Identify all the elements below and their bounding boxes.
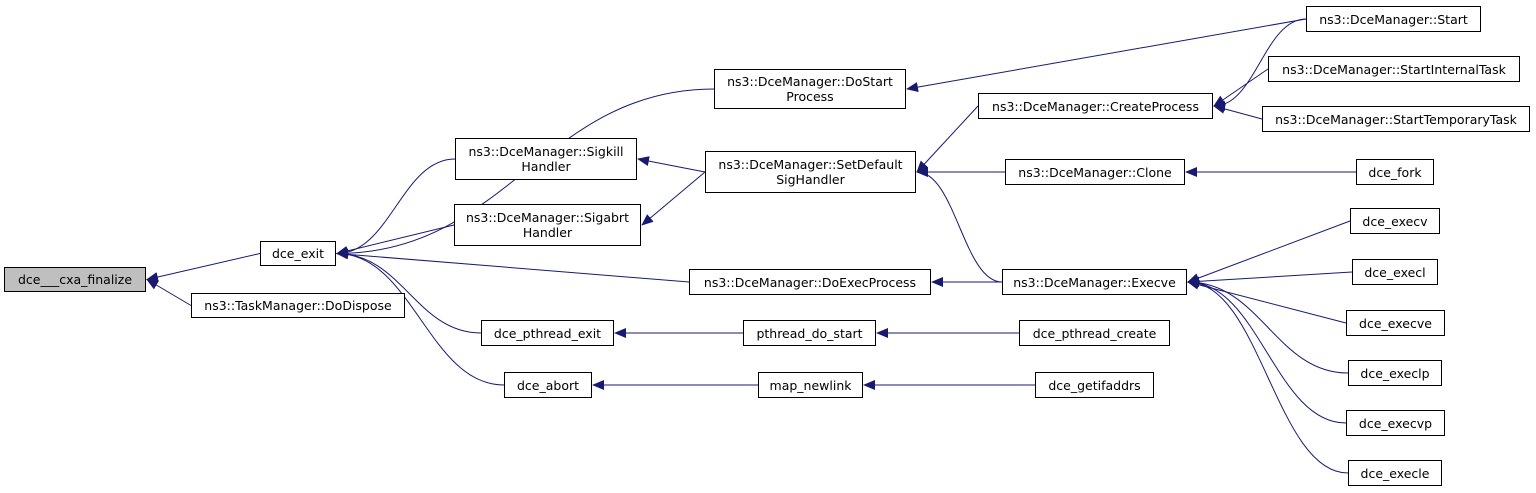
node-dce-pthread-create[interactable]: dce_pthread_create	[1019, 320, 1170, 346]
edge-dce_execvp-to-execve_mgr	[1187, 277, 1347, 424]
node-dcemanager-starttemporarytask[interactable]: ns3::DceManager::StartTemporaryTask	[1262, 106, 1530, 132]
node-dcemanager-createprocess[interactable]: ns3::DceManager::CreateProcess	[978, 93, 1213, 119]
edge-start-to-dostart_process	[906, 18, 1307, 93]
edge-start_internal_task-to-create_process	[1213, 68, 1269, 107]
edge-doexec_process-to-dce_exit	[336, 249, 690, 283]
node-dce-execl[interactable]: dce_execl	[1352, 259, 1438, 285]
node-dce-execve[interactable]: dce_execve	[1346, 310, 1445, 336]
node-pthread-do-start[interactable]: pthread_do_start	[743, 320, 876, 346]
edge-setdefault_sighandler-to-sigabrt_handler	[641, 171, 706, 226]
edge-dce_execl-to-execve_mgr	[1187, 271, 1353, 287]
node-dcemanager-clone[interactable]: ns3::DceManager::Clone	[1005, 159, 1185, 185]
node-dcemanager-startinternaltask[interactable]: ns3::DceManager::StartInternalTask	[1268, 56, 1520, 82]
node-dce-abort[interactable]: dce_abort	[504, 372, 592, 398]
edge-create_process-to-setdefault_sighandler	[916, 105, 979, 173]
node-dce-cxa-finalize: dce___cxa_finalize	[4, 267, 146, 292]
node-dce-execvp[interactable]: dce_execvp	[1346, 410, 1445, 436]
edge-dce_abort-to-dce_exit	[336, 248, 505, 386]
node-dcemanager-doexecprocess[interactable]: ns3::DceManager::DoExecProcess	[689, 269, 931, 295]
node-dcemanager-sigabrthandler[interactable]: ns3::DceManager::Sigabrt Handler	[454, 204, 641, 246]
edge-start-to-create_process	[1213, 18, 1307, 111]
edge-start_temporary_task-to-create_process	[1213, 104, 1263, 120]
edge-dce_execle-to-execve_mgr	[1187, 277, 1349, 474]
node-dce-fork[interactable]: dce_fork	[1356, 159, 1434, 185]
edge-dce_execv-to-execve_mgr	[1187, 220, 1351, 283]
node-dce-execlp[interactable]: dce_execlp	[1348, 360, 1442, 386]
node-dcemanager-start[interactable]: ns3::DceManager::Start	[1306, 6, 1481, 32]
node-taskmanager-dodispose[interactable]: ns3::TaskManager::DoDispose	[191, 293, 405, 318]
node-dcemanager-execve[interactable]: ns3::DceManager::Execve	[1002, 269, 1187, 295]
edge-taskmgr_dodispose-to-cxa_finalize	[146, 278, 192, 306]
edge-sigabrt_handler-to-dce_exit	[336, 224, 455, 256]
node-dce-execv[interactable]: dce_execv	[1350, 208, 1440, 234]
edge-dce_execlp-to-execve_mgr	[1187, 277, 1349, 374]
edge-dce_pthread_exit-to-dce_exit	[336, 248, 482, 334]
node-dcemanager-sigkillhandler[interactable]: ns3::DceManager::Sigkill Handler	[455, 138, 637, 180]
node-dce-execle[interactable]: dce_execle	[1348, 460, 1442, 486]
edge-dce_exit-to-cxa_finalize	[146, 253, 261, 282]
edge-execve_mgr-to-setdefault_sighandler	[916, 167, 1003, 283]
node-dcemanager-dostartprocess[interactable]: ns3::DceManager::DoStart Process	[714, 69, 906, 109]
node-dce-pthread-exit[interactable]: dce_pthread_exit	[481, 320, 614, 346]
node-dce-exit[interactable]: dce_exit	[260, 241, 336, 266]
node-map-newlink[interactable]: map_newlink	[758, 372, 863, 398]
edge-setdefault_sighandler-to-sigkill_handler	[637, 156, 706, 173]
node-dce-getifaddrs[interactable]: dce_getifaddrs	[1035, 372, 1154, 398]
node-dcemanager-setdefaultsighandler[interactable]: ns3::DceManager::SetDefault SigHandler	[705, 151, 916, 193]
